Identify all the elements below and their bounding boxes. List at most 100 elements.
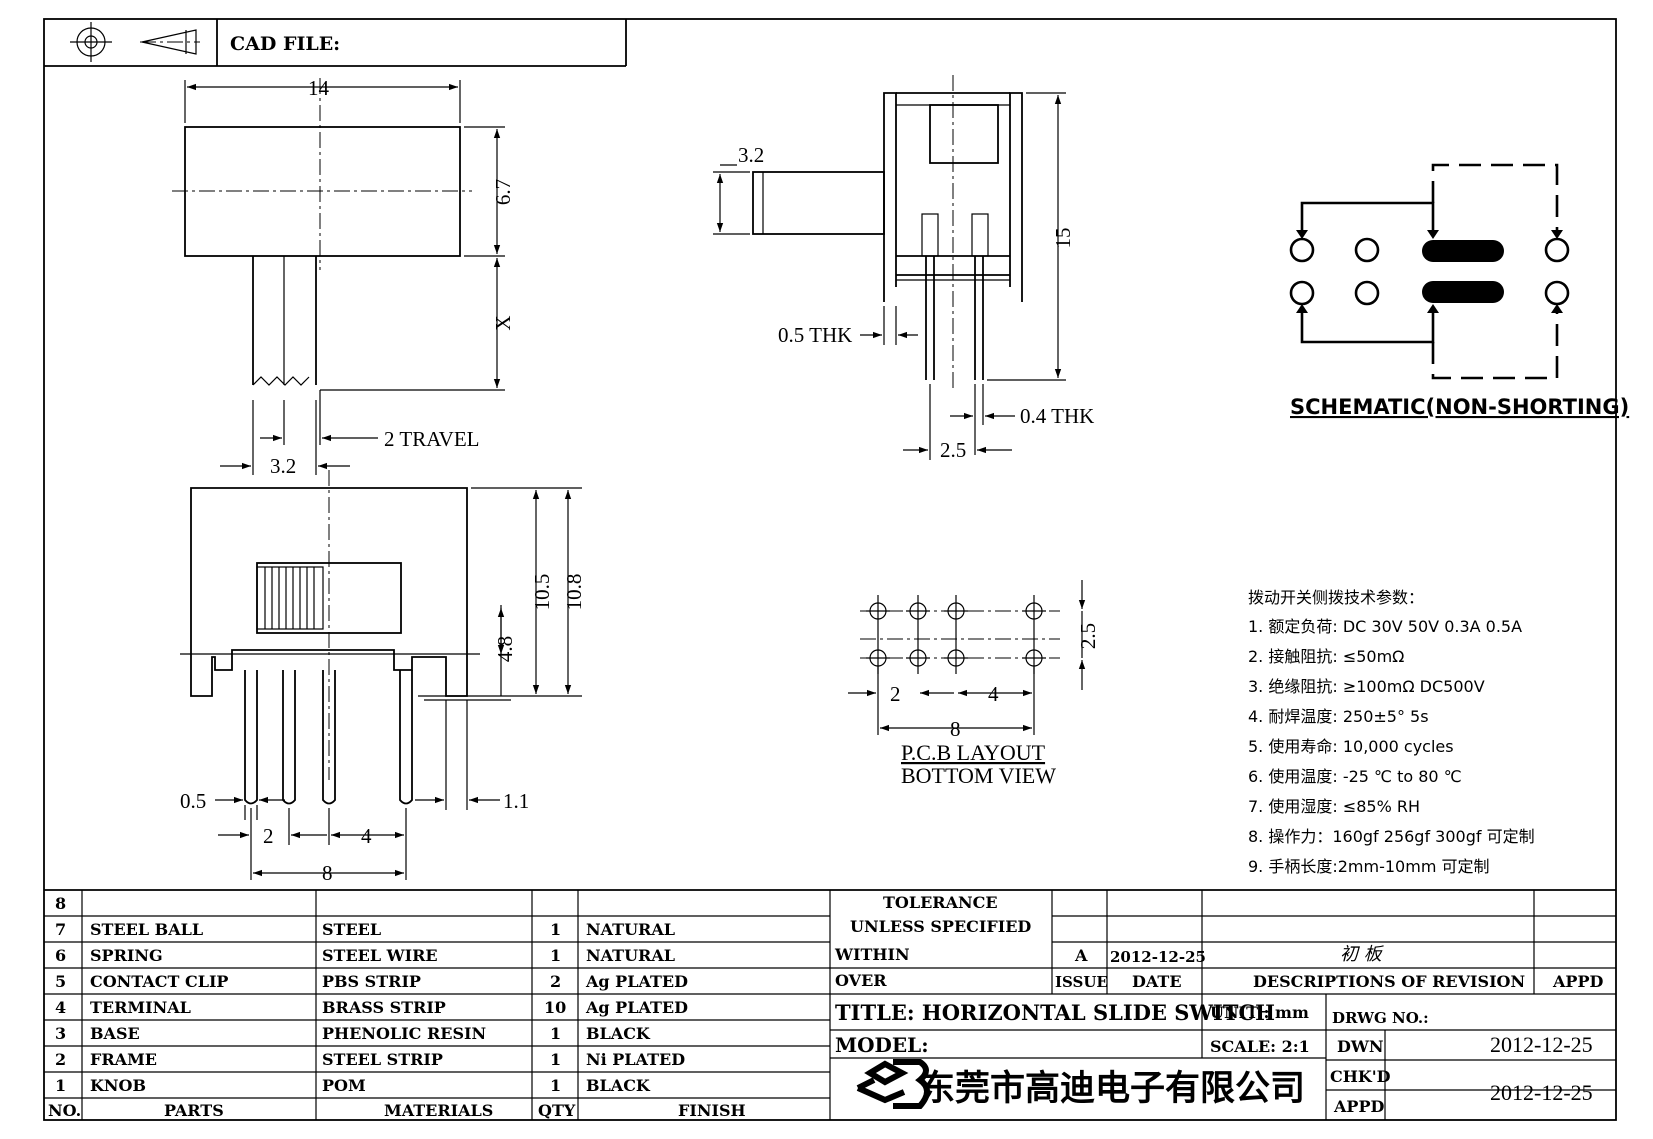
pcb-subtitle: BOTTOM VIEW [901,763,1056,788]
spec-item: 4. 耐焊温度: 250±5° 5s [1248,707,1429,726]
bom-no: 6 [55,946,66,965]
within-label: WITHIN [834,945,910,964]
dim-0-4-thk: 0.4 THK [1020,404,1094,428]
dim-0-5: 0.5 [180,789,206,813]
bom-part: SPRING [90,946,163,965]
bom-material: BRASS STRIP [322,998,446,1017]
bom-material: STEEL STRIP [322,1050,443,1069]
spec-item: 5. 使用寿命: 10,000 cycles [1248,737,1454,756]
bom-no: 4 [55,998,66,1017]
bom-row: 4 TERMINAL BRASS STRIP 10 Ag PLATED [55,998,688,1017]
bom-qty: 2 [550,972,561,991]
tolerance-label: TOLERANCE [883,893,998,912]
dim-0-5-thk: 0.5 THK [778,323,852,347]
chk-date: 2012-12-25 [1490,1080,1593,1105]
bom-header-parts: PARTS [164,1101,224,1120]
bom-no: 1 [55,1076,66,1095]
dim-6-7: 6.7 [491,179,515,205]
bom-row: 7 STEEL BALL STEEL 1 NATURAL [55,920,675,939]
pcb-title: P.C.B LAYOUT [901,740,1046,765]
pcb-layout: 2.5 2 4 8 P.C.B LAYOUT BOTTOM VIEW [848,580,1100,788]
schematic: SCHEMATIC(NON-SHORTING) [1289,163,1629,419]
appd-sign-label: APPD [1333,1097,1384,1116]
dim-3-2: 3.2 [270,454,296,478]
dim-4: 4 [361,824,372,848]
spec-item: 9. 手柄长度:2mm-10mm 可定制 [1248,857,1490,876]
bom-material: PBS STRIP [322,972,421,991]
chkd-label: CHK'D [1330,1067,1391,1086]
title-block: TOLERANCE UNLESS SPECIFIED WITHIN OVER A… [830,890,1616,1120]
bom-header-finish: FINISH [678,1101,746,1120]
bom-no: 5 [55,972,66,991]
dim-8: 8 [322,861,333,885]
bom-qty: 1 [550,1024,561,1043]
bom-finish: Ni PLATED [586,1050,685,1069]
bom-finish: Ag PLATED [585,972,688,991]
drawing-title: TITLE: HORIZONTAL SLIDE SWITCH [835,1000,1275,1025]
dim-10-8: 10.8 [562,574,586,611]
dim-15: 15 [1051,228,1075,249]
bom-part: TERMINAL [90,998,191,1017]
spec-heading: 拨动开关侧拨技术参数： [1248,588,1424,607]
schematic-title: SCHEMATIC(NON-SHORTING) [1290,395,1629,419]
pcb-dim-8: 8 [950,717,961,741]
bom-no: 2 [55,1050,66,1069]
bom-finish: NATURAL [586,946,675,965]
bom-no: 7 [55,920,66,939]
dim-10-5: 10.5 [530,574,554,611]
bom-material: STEEL [322,920,381,939]
unit-label: UNIT : mm [1210,1003,1309,1022]
bom-table: 8 7 STEEL BALL STEEL 1 NATURAL 6 SPRING … [44,889,1616,1120]
bom-part: CONTACT CLIP [90,972,228,991]
bom-finish: NATURAL [586,920,675,939]
projection-symbol-icon [70,22,200,62]
spec-item: 8. 操作力：160gf 256gf 300gf 可定制 [1248,827,1535,846]
bom-finish: BLACK [586,1076,651,1095]
bom-part: STEEL BALL [90,920,203,939]
dim-travel: 2 TRAVEL [384,427,479,451]
model-label: MODEL: [835,1033,929,1057]
dim-side-3-2: 3.2 [738,143,764,167]
spec-item: 2. 接触阻抗: ≤50mΩ [1248,647,1404,666]
drawing-number-label: DRWG NO.: [1332,1009,1429,1027]
bom-no: 3 [55,1024,66,1043]
bom-row: 5 CONTACT CLIP PBS STRIP 2 Ag PLATED [55,972,688,991]
bom-row: 3 BASE PHENOLIC RESIN 1 BLACK [55,1024,651,1043]
pcb-dim-4: 4 [988,682,999,706]
bom-header-no: NO. [48,1101,81,1120]
revision-description: 初 板 [1340,944,1385,965]
bom-qty: 1 [550,920,561,939]
bom-qty: 1 [550,1076,561,1095]
issue-label: ISSUE [1055,973,1108,991]
bom-material: POM [322,1076,366,1095]
front-view: 10.5 10.8 4.8 0.5 1.1 2 4 8 [180,470,586,885]
date-label: DATE [1132,972,1182,991]
bom-finish: BLACK [586,1024,651,1043]
dwn-label: DWN [1337,1037,1383,1056]
bom-part: BASE [90,1024,140,1043]
bom-row: 6 SPRING STEEL WIRE 1 NATURAL [55,946,675,965]
company-logo-icon [856,1059,930,1109]
bom-row: 1 KNOB POM 1 BLACK [55,1076,651,1095]
bom-header-materials: MATERIALS [384,1101,493,1120]
dim-2-5: 2.5 [940,438,966,462]
side-view: 3.2 15 0.5 THK 0.4 THK 2.5 [713,75,1094,462]
bom-part: FRAME [90,1050,157,1069]
bom-no: 8 [55,894,66,913]
company-name: 东莞市高迪电子有限公司 [920,1069,1305,1109]
dim-4-8: 4.8 [493,636,517,662]
spec-item: 3. 绝缘阻抗: ≥100mΩ DC500V [1248,677,1485,696]
bom-material: PHENOLIC RESIN [322,1024,486,1043]
dim-14: 14 [308,76,330,100]
bom-qty: 10 [544,998,566,1017]
dwn-date: 2012-12-25 [1490,1032,1593,1057]
pcb-dim-2-5: 2.5 [1076,623,1100,649]
bom-part: KNOB [90,1076,146,1095]
bom-row: 2 FRAME STEEL STRIP 1 Ni PLATED [55,1050,685,1069]
spec-item: 1. 额定负荷: DC 30V 50V 0.3A 0.5A [1248,617,1522,636]
bom-header-row: NO. PARTS MATERIALS QTY FINISH [48,1101,746,1120]
spec-item: 7. 使用湿度: ≤85% RH [1248,797,1420,816]
pcb-dim-2: 2 [890,682,901,706]
dim-x: X [491,315,515,330]
dim-2: 2 [263,824,274,848]
